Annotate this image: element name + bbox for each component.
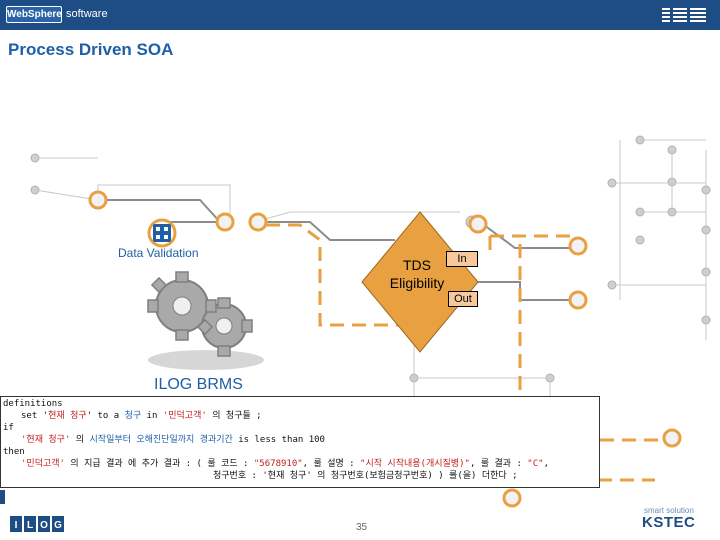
data-validation-label: Data Validation (118, 246, 199, 260)
ilog-logo: I L O G (10, 516, 64, 532)
rule-if-keyword: if (3, 423, 14, 433)
data-validation-icon (147, 218, 177, 248)
websphere-logo: WebSphere (6, 6, 62, 23)
rule-condition-line: '현재 청구' 의 시작일부터 오해진단일까지 경과기간 is less tha… (21, 435, 325, 445)
business-rule-panel: definitions set '현재 청구' to a 청구 in '민덕고객… (0, 396, 600, 488)
rule-definitions-keyword: definitions (3, 399, 63, 409)
ilog-logo-letter-g: G (54, 520, 62, 531)
ilog-brms-label: ILOG BRMS (154, 376, 243, 393)
page-number: 35 (356, 522, 368, 533)
left-accent-bar (0, 490, 5, 504)
highlighted-nodes (88, 190, 682, 508)
ilog-logo-letter-i: I (15, 520, 18, 531)
out-port-label: Out (448, 291, 478, 307)
ibm-logo (662, 8, 706, 22)
in-port-label: In (446, 251, 478, 267)
gears-icon (147, 271, 264, 370)
flow-wires (106, 199, 570, 301)
slide-title: Process Driven SOA (8, 40, 174, 59)
websphere-software-label: software (66, 8, 108, 20)
kstec-tagline: smart solution (644, 506, 694, 515)
tds-eligibility-label: TDS Eligibility (389, 257, 445, 291)
rule-action-continuation: 청구번호 : '현재 청구' 의 청구번호(보험금청구번호) ) 를(을) 더한… (213, 471, 518, 481)
kstec-logo: KSTEC (642, 514, 696, 531)
process-diagram (30, 135, 711, 508)
ilog-logo-letter-o: O (40, 520, 48, 531)
slide-header-bar (0, 0, 720, 30)
rule-definition-line: set '현재 청구' to a 청구 in '민덕고객' 의 청구들 ; (21, 411, 262, 421)
rule-action-line: '민덕고객' 의 지급 결과 에 추가 결과 : ( 룰 코드 : "56789… (21, 459, 549, 469)
ilog-logo-letter-l: L (27, 520, 33, 531)
rule-then-keyword: then (3, 447, 25, 457)
